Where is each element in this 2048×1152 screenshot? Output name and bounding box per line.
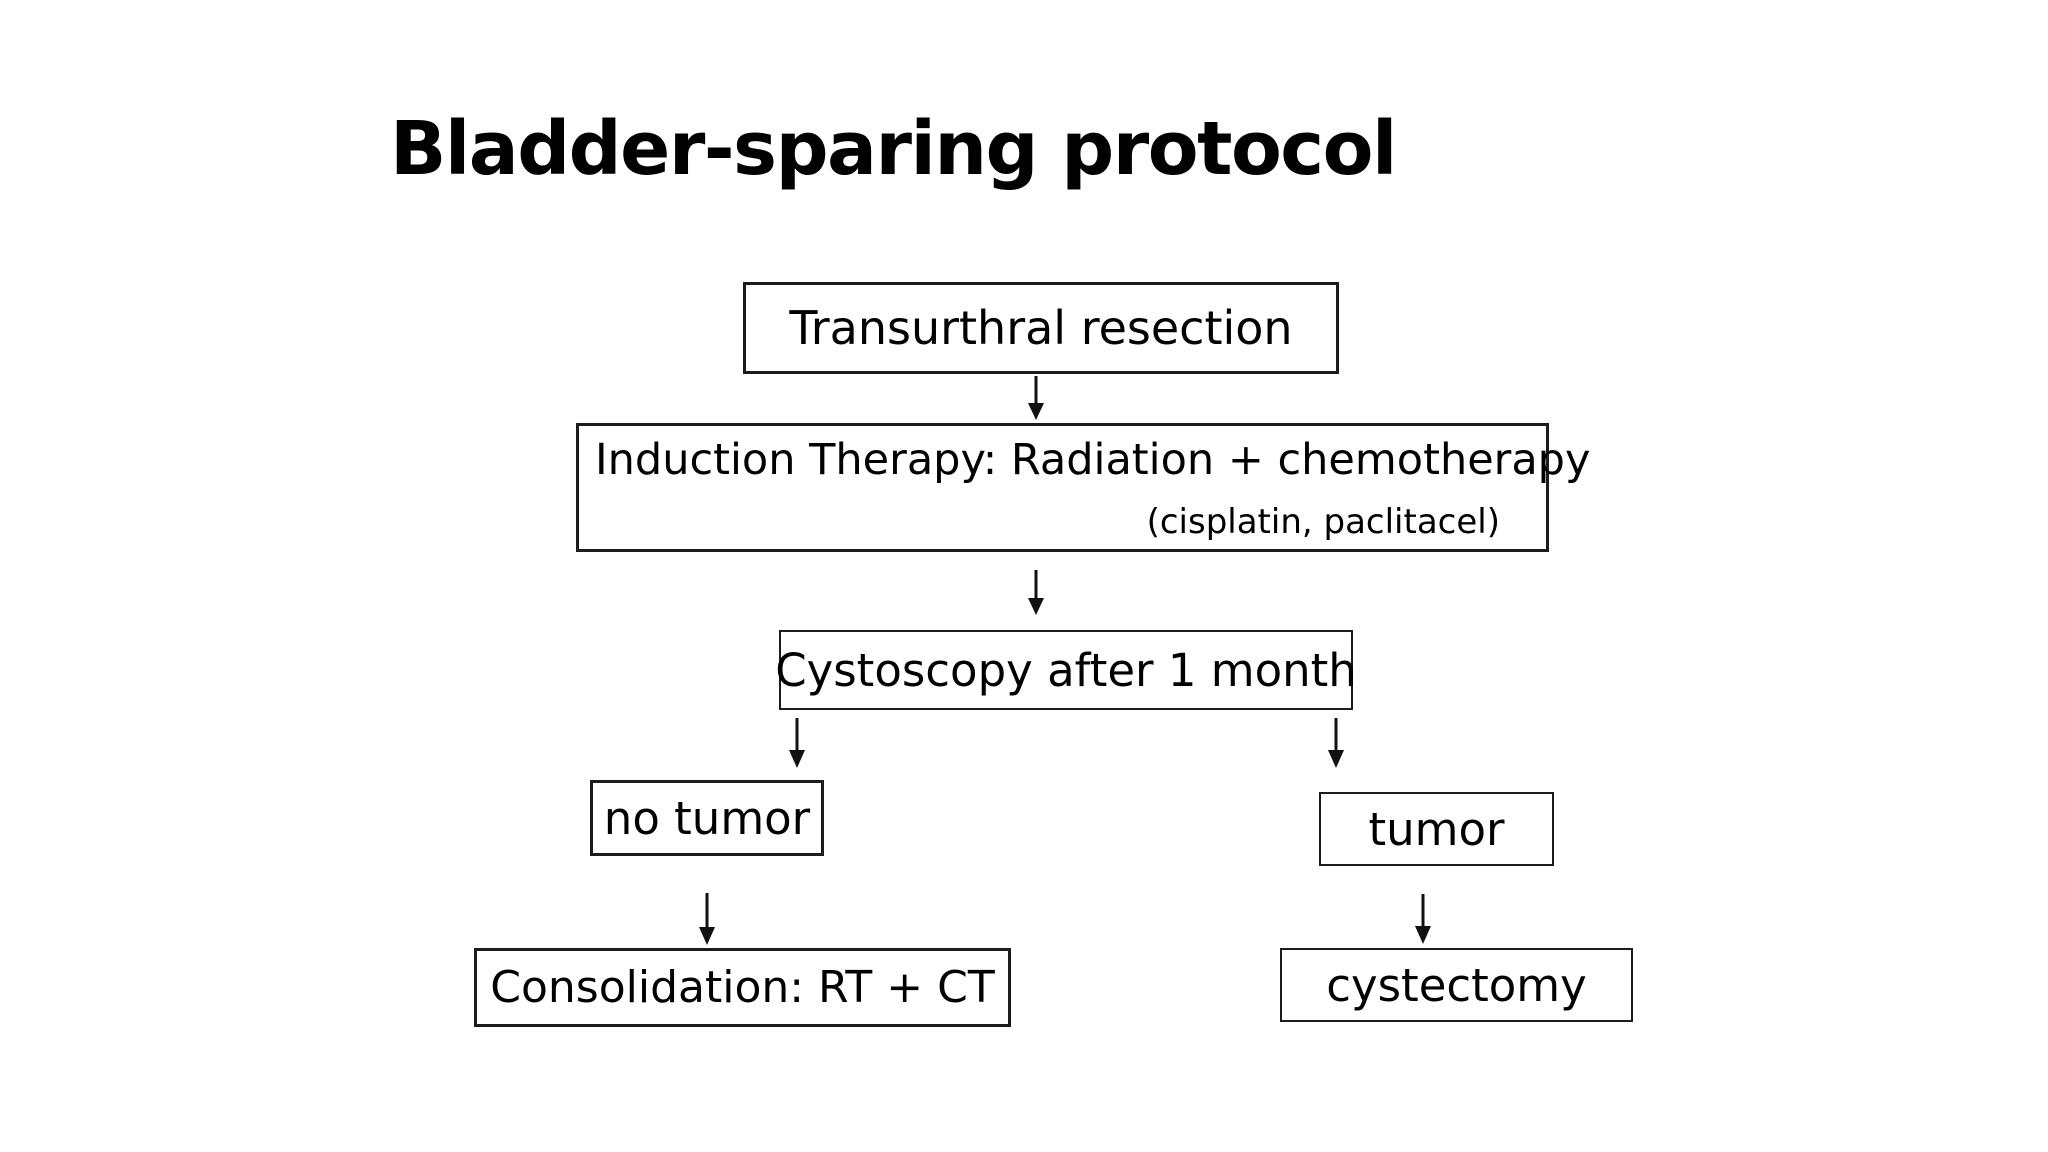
flow-node-transurethral-resection: Transurthral resection — [743, 282, 1339, 374]
flow-node-no-tumor: no tumor — [590, 780, 824, 856]
flow-node-label: cystectomy — [1326, 958, 1587, 1012]
flow-node-label: Induction Therapy: Radiation + chemother… — [595, 435, 1591, 485]
arrow-down-icon — [1324, 718, 1348, 768]
flow-node-tumor: tumor — [1319, 792, 1554, 866]
flow-node-cystectomy: cystectomy — [1280, 948, 1633, 1022]
flow-node-cystoscopy: Cystoscopy after 1 month — [775, 630, 1357, 710]
page-title: Bladder-sparing protocol — [390, 106, 1397, 192]
flow-node-label: Cystoscopy after 1 month — [775, 643, 1357, 697]
arrow-down-icon — [695, 893, 719, 945]
flow-node-sublabel: (cisplatin, paclitacel) — [1146, 502, 1500, 542]
arrow-down-icon — [1411, 894, 1435, 944]
flow-node-label: no tumor — [603, 791, 811, 845]
flow-node-label: tumor — [1368, 802, 1505, 856]
flow-node-label: Transurthral resection — [789, 301, 1293, 355]
flow-node-label: Consolidation: RT + CT — [490, 962, 995, 1013]
arrow-down-icon — [785, 718, 809, 768]
flow-node-consolidation: Consolidation: RT + CT — [474, 948, 1011, 1027]
arrow-down-icon — [1024, 376, 1048, 420]
flow-node-induction-therapy: Induction Therapy: Radiation + chemother… — [576, 423, 1590, 552]
arrow-down-icon — [1024, 570, 1048, 615]
